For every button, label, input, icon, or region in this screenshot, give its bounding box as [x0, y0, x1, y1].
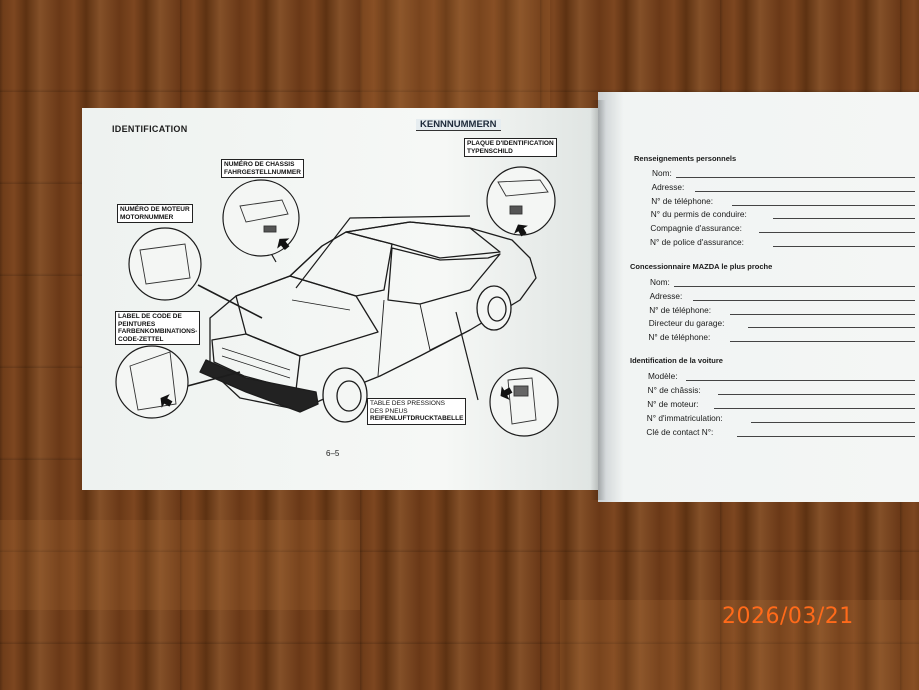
callout-chassis: NUMÉRO DE CHASSIS FAHRGESTELLNUMMER — [221, 159, 304, 178]
car-side-window — [387, 247, 501, 305]
arrow-icon — [514, 224, 528, 237]
right-page — [598, 92, 919, 502]
form-field-label: Clé de contact N°: — [646, 427, 714, 437]
callout-moteur: NUMÉRO DE MOTEUR MOTORNUMMER — [117, 204, 193, 223]
arrow-icon — [160, 394, 173, 408]
callout-line: FAHRGESTELLNUMMER — [224, 168, 301, 176]
form-fill-line — [773, 246, 915, 247]
form-field-label: N° de téléphone: — [651, 196, 714, 206]
callout-line: REIFENLUFTDRUCKTABELLE — [370, 415, 464, 422]
callout-line: NUMÉRO DE CHASSIS — [224, 161, 295, 168]
form-fill-line — [729, 341, 915, 342]
page-number: 6–5 — [326, 449, 340, 458]
form-fill-line — [750, 422, 915, 423]
form-field-label: Adresse: — [649, 291, 683, 301]
form-fill-line — [713, 408, 915, 409]
book-gutter — [590, 100, 606, 500]
callout-line: LABEL DE CODE DE — [118, 313, 182, 320]
callout-line: PEINTURES — [118, 320, 156, 328]
form-fill-line — [736, 436, 915, 437]
form-section-heading: Identification de la voiture — [630, 356, 723, 365]
form-fill-line — [676, 177, 915, 178]
form-field-label: Nom: — [652, 168, 672, 178]
callout-line: TYPENSCHILD — [467, 147, 513, 155]
detail-chassis — [222, 179, 300, 257]
callout-line: MOTORNUMMER — [120, 213, 174, 221]
form-section-heading: Concessionnaire MAZDA le plus proche — [630, 262, 773, 271]
form-field-label: N° du permis de conduire: — [650, 209, 747, 219]
form-fill-line — [692, 300, 915, 301]
form-field-label: N° de châssis: — [647, 385, 701, 395]
section-heading: IDENTIFICATION — [112, 124, 188, 134]
form-fill-line — [694, 191, 915, 192]
detail-plaque — [486, 166, 556, 236]
car-roof — [345, 221, 501, 259]
form-fill-line — [686, 380, 915, 381]
date-stamp: 2026/03/21 — [722, 604, 854, 629]
arrow-icon — [277, 238, 290, 251]
callout-plaque: PLAQUE D'IDENTIFICATION TYPENSCHILD — [464, 138, 557, 157]
callout-line: NUMÉRO DE MOTEUR — [120, 206, 190, 213]
detail-pressions — [489, 367, 559, 437]
form-fill-line — [718, 394, 915, 395]
form-field-label: Adresse: — [651, 182, 685, 192]
floor-plank — [360, 0, 550, 108]
form-field-label: N° d'immatriculation: — [646, 413, 723, 423]
form-fill-line — [674, 286, 915, 287]
form-field-label: N° de police d'assurance: — [650, 237, 744, 247]
form-field-label: N° de téléphone: — [649, 305, 712, 315]
callout-line: PLAQUE D'IDENTIFICATION — [467, 140, 554, 147]
form-field-label: N° de téléphone: — [648, 332, 711, 342]
form-field-label: N° de moteur: — [647, 399, 699, 409]
callout-line: FARBENKOMBINATIONS- — [118, 328, 198, 335]
form-fill-line — [731, 205, 915, 206]
form-fill-line — [748, 327, 915, 328]
car-bumper — [199, 359, 319, 413]
detail-moteur — [128, 227, 202, 301]
form-field-label: Nom: — [650, 277, 670, 287]
page-title: KENNNUMMERN — [416, 119, 501, 131]
callout-line: TABLE DES PRESSIONS — [370, 400, 446, 407]
form-fill-line — [729, 314, 915, 315]
callout-label-code: LABEL DE CODE DE PEINTURES FARBENKOMBINA… — [115, 311, 201, 345]
callout-pressions: TABLE DES PRESSIONS DES PNEUS REIFENLUFT… — [367, 398, 467, 425]
floor-plank — [0, 520, 360, 610]
form-field-label: Compagnie d'assurance: — [650, 223, 742, 233]
form-fill-line — [759, 232, 915, 233]
form-fill-line — [773, 218, 915, 219]
form-section-heading: Renseignements personnels — [634, 154, 737, 163]
form-field-label: Modèle: — [648, 371, 678, 381]
arrow-icon — [500, 386, 513, 400]
callout-line: DES PNEUS — [370, 407, 408, 415]
detail-label-code — [115, 345, 189, 419]
car-windshield — [289, 231, 393, 297]
callout-line: CODE-ZETTEL — [118, 335, 164, 343]
form-field-label: Directeur du garage: — [648, 318, 725, 328]
floor-plank — [560, 600, 919, 690]
